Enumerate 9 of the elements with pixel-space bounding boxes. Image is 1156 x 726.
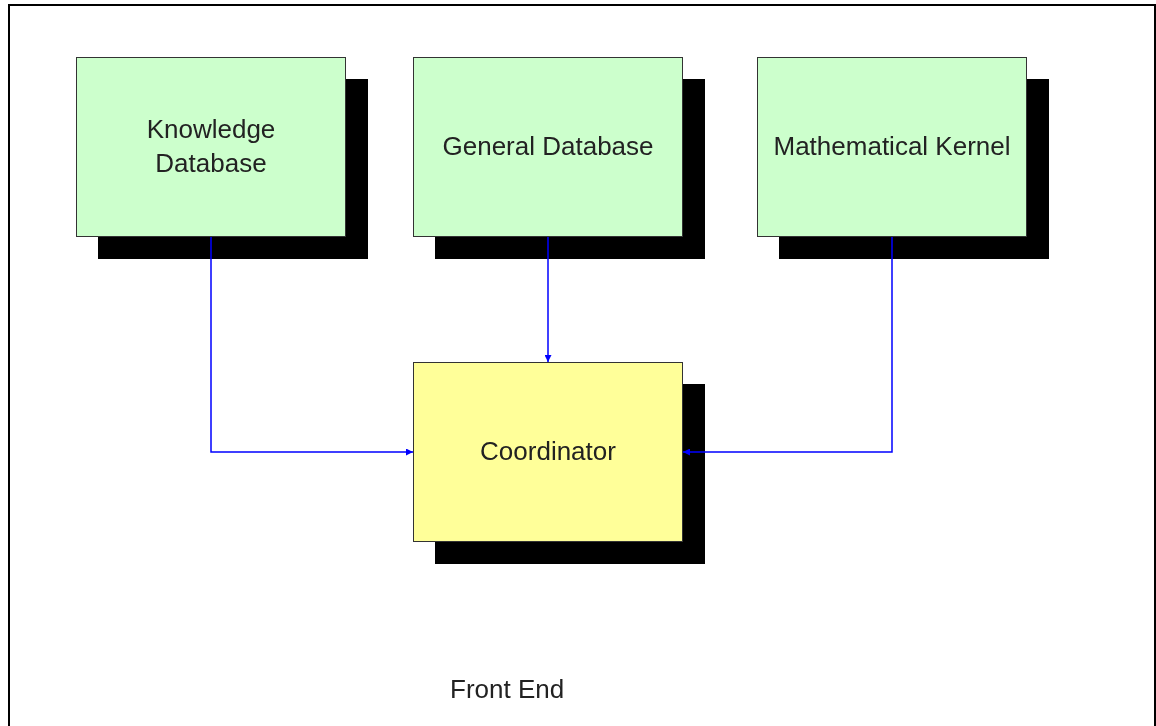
arrow (544, 236, 552, 363)
arrow (682, 236, 893, 456)
box-label: General Database (441, 130, 655, 164)
box-label: Coordinator (479, 435, 617, 469)
frame-label: Front End (450, 674, 565, 705)
box-label: Mathematical Kernel (772, 130, 1012, 164)
frame-border (8, 4, 1156, 726)
arrow (210, 236, 414, 456)
box-label: Knowledge Database (145, 113, 277, 180)
